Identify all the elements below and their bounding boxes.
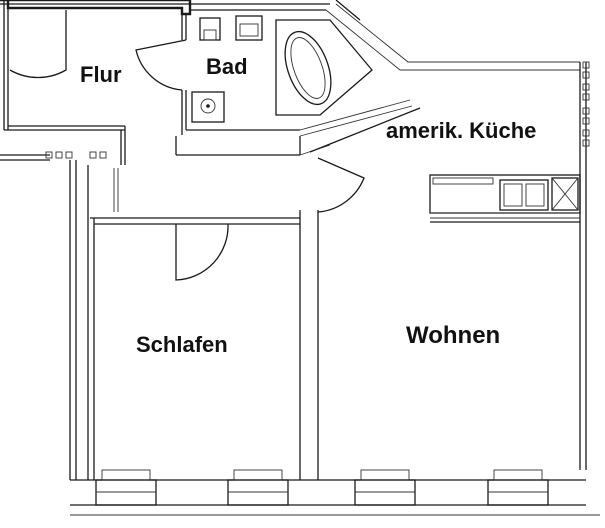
interior-walls bbox=[87, 14, 581, 480]
room-label-schlafen: Schlafen bbox=[136, 332, 228, 357]
door-flur-entry bbox=[9, 10, 67, 79]
stove bbox=[551, 177, 579, 211]
wall-top-flur bbox=[0, 0, 192, 16]
kitchen-sink bbox=[499, 179, 549, 211]
kitchen-fixtures bbox=[499, 177, 579, 211]
doors bbox=[9, 10, 365, 281]
room-label-kueche: amerik. Küche bbox=[386, 118, 537, 143]
kitchen-counter bbox=[429, 174, 581, 214]
room-label-wohnen: Wohnen bbox=[406, 322, 501, 349]
outer-walls bbox=[0, 0, 600, 516]
room-label-flur: Flur bbox=[80, 62, 122, 87]
bath-fixtures bbox=[191, 15, 373, 123]
door-bad bbox=[135, 39, 187, 91]
door-schlafen bbox=[175, 223, 229, 281]
bathtub bbox=[275, 19, 373, 116]
window-marks bbox=[45, 61, 590, 159]
room-label-bad: Bad bbox=[206, 54, 248, 79]
bottom-window-bays bbox=[95, 469, 549, 506]
shower-tray bbox=[191, 91, 225, 123]
toilet bbox=[199, 17, 221, 41]
sink bbox=[235, 15, 263, 41]
door-wohnen bbox=[317, 157, 365, 213]
